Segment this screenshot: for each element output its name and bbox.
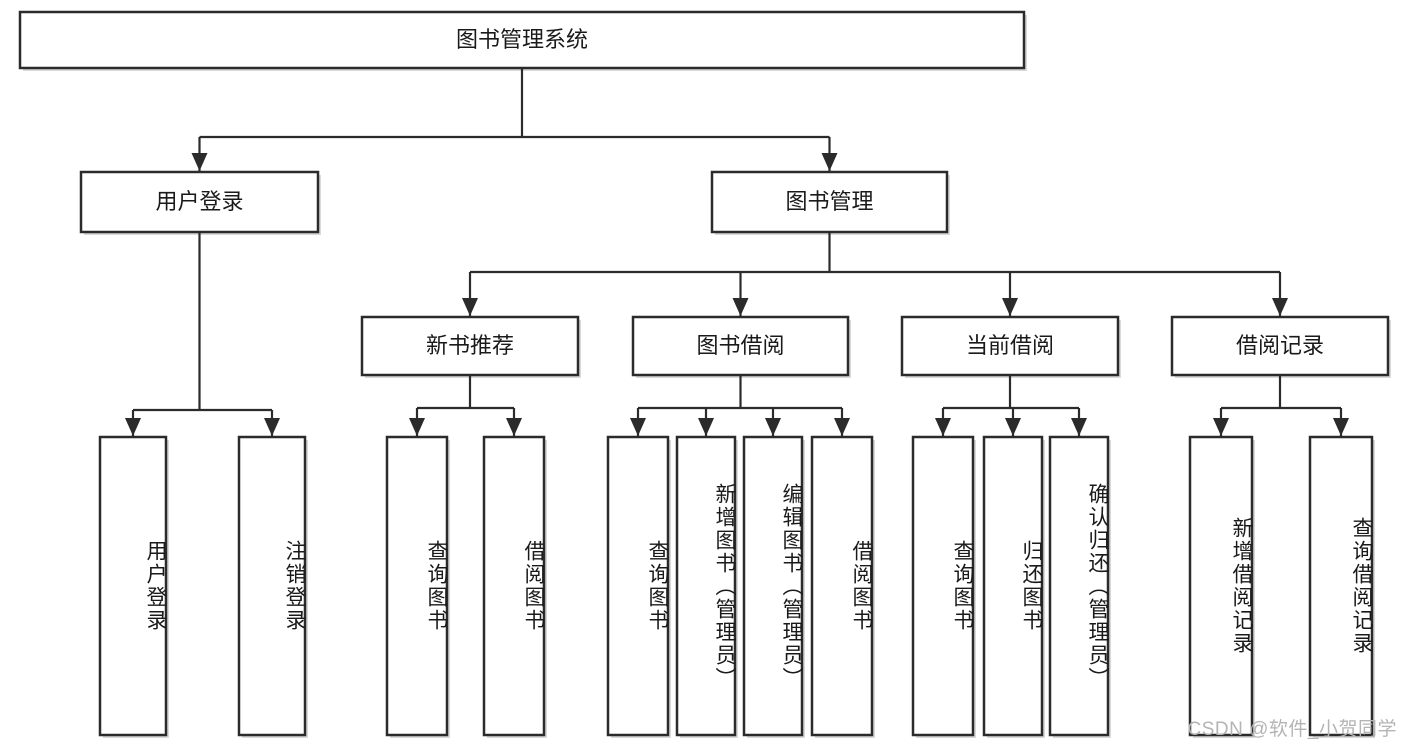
node-label-book-manage: 图书管理 — [785, 189, 873, 214]
arrow-head — [1002, 298, 1018, 316]
node-label-book-borrow: 图书借阅 — [696, 333, 784, 358]
node-label-leaf-query-book-2: 查询图书 — [646, 540, 669, 632]
node-box-leaf-user-logout[interactable] — [237, 435, 307, 737]
arrow-head — [732, 298, 749, 316]
node-box-user-login[interactable] — [79, 170, 320, 234]
node-label-user-login: 用户登录 — [155, 189, 243, 214]
node-label-leaf-return-book: 归还图书 — [1020, 540, 1043, 632]
node-label-leaf-user-logout: 注销登录 — [283, 540, 306, 632]
node-label-leaf-add-book-admin: 新增图书（管理员） — [713, 482, 736, 690]
node-label-leaf-query-book-3: 查询图书 — [951, 540, 974, 632]
node-box-leaf-user-login[interactable] — [98, 435, 168, 737]
node-box-new-book-recommend[interactable] — [360, 315, 580, 377]
arrow-head — [1272, 298, 1288, 316]
arrow-head — [1213, 418, 1229, 436]
node-box-leaf-edit-book-admin[interactable] — [742, 435, 804, 737]
arrow-head — [264, 418, 280, 436]
arrow-head — [409, 418, 425, 436]
arrow-head — [935, 418, 951, 436]
node-label-leaf-edit-book-admin: 编辑图书（管理员） — [780, 482, 803, 690]
node-label-borrow-record: 借阅记录 — [1236, 333, 1324, 358]
node-label-new-book-recommend: 新书推荐 — [426, 333, 514, 358]
arrow-head — [462, 298, 478, 316]
node-label-leaf-borrow-book-1: 借阅图书 — [522, 540, 545, 632]
node-label-root: 图书管理系统 — [456, 27, 588, 52]
node-label-leaf-query-book-1: 查询图书 — [425, 540, 448, 632]
arrow-head — [765, 418, 781, 436]
node-label-leaf-borrow-book-2: 借阅图书 — [850, 540, 873, 632]
arrow-head — [1071, 418, 1087, 436]
watermark-text: CSDN @软件_小贺同学 — [1187, 719, 1397, 740]
node-label-leaf-confirm-return-admin: 确认归还（管理员） — [1086, 482, 1109, 690]
node-box-leaf-borrow-book-1[interactable] — [482, 435, 546, 737]
node-label-current-borrow: 当前借阅 — [966, 333, 1054, 358]
node-box-leaf-return-book[interactable] — [982, 435, 1044, 737]
node-label-leaf-query-borrow-record: 查询借阅记录 — [1350, 517, 1373, 655]
node-label-leaf-user-login: 用户登录 — [144, 540, 167, 632]
node-box-leaf-borrow-book-2[interactable] — [810, 435, 874, 737]
arrow-head — [630, 418, 646, 436]
node-box-book-manage[interactable] — [710, 170, 949, 234]
node-box-leaf-add-borrow-record[interactable] — [1188, 435, 1254, 737]
node-box-leaf-query-book-2[interactable] — [606, 435, 670, 737]
arrow-head — [1333, 418, 1349, 436]
arrow-head — [834, 418, 850, 436]
arrow-head — [821, 153, 838, 171]
node-box-leaf-add-book-admin[interactable] — [675, 435, 737, 737]
node-box-leaf-query-book-3[interactable] — [911, 435, 975, 737]
arrow-head — [506, 418, 522, 436]
node-box-leaf-query-book-1[interactable] — [385, 435, 449, 737]
node-box-leaf-confirm-return-admin[interactable] — [1048, 435, 1110, 737]
node-box-leaf-query-borrow-record[interactable] — [1308, 435, 1374, 737]
node-box-root[interactable] — [18, 10, 1026, 70]
arrow-head — [1005, 418, 1021, 436]
arrow-head — [191, 153, 208, 171]
arrow-head — [698, 418, 714, 436]
node-box-book-borrow[interactable] — [631, 315, 850, 377]
node-box-current-borrow[interactable] — [900, 315, 1120, 377]
node-label-leaf-add-borrow-record: 新增借阅记录 — [1230, 517, 1253, 655]
arrow-head — [125, 418, 141, 436]
